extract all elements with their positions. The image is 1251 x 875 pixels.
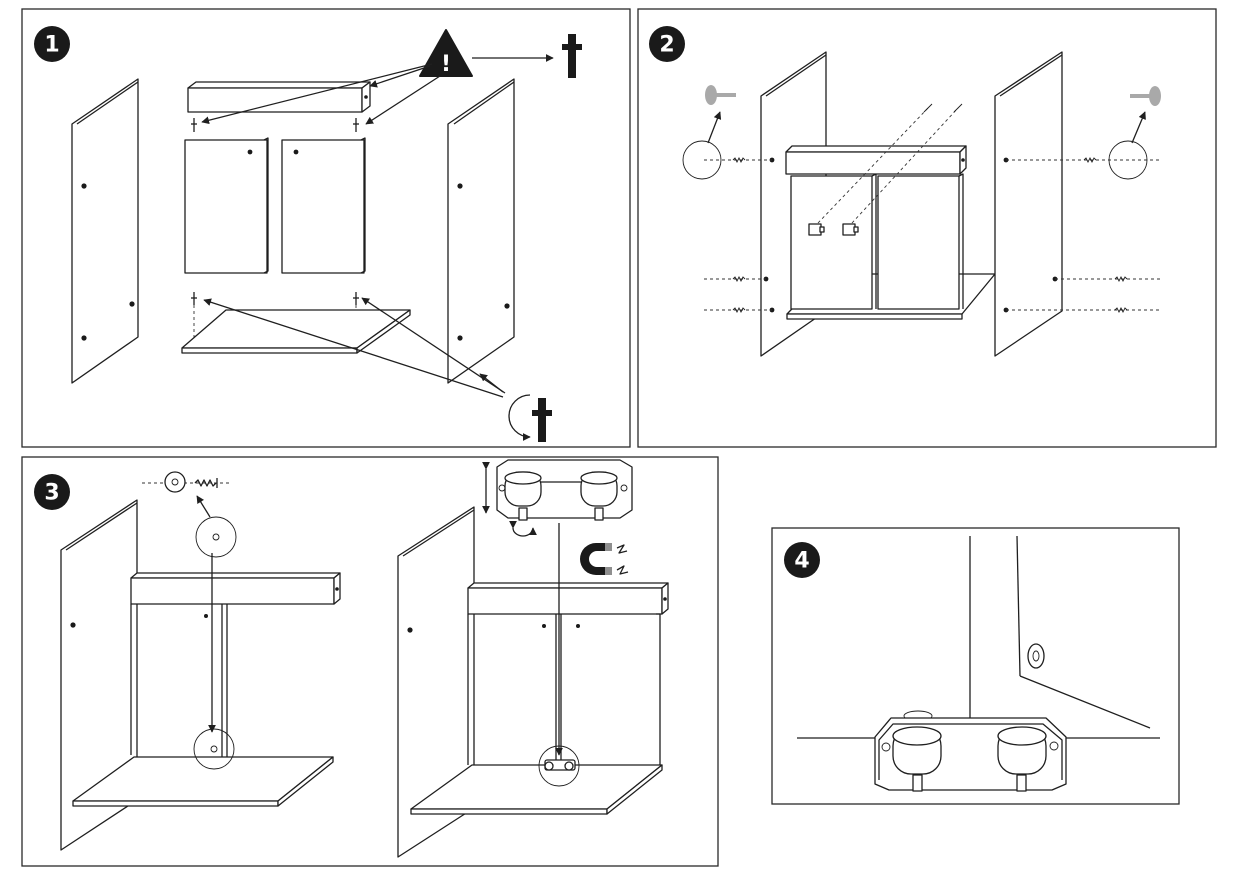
step-3-badge: 3: [34, 474, 70, 510]
rotate-arrow-icon: [508, 394, 552, 442]
step-3-number: 3: [44, 481, 59, 506]
step-3-panel: 3: [21, 456, 719, 867]
warning-symbol: !: [441, 52, 451, 77]
step-4-badge: 4: [784, 542, 820, 578]
bumper-pad-icon: [682, 85, 736, 180]
dowel-icon: [191, 292, 359, 305]
magnetic-catch-icon: [482, 459, 633, 537]
right-door-panel: [877, 173, 964, 310]
cabinet-side-view-left: [60, 499, 341, 851]
step-4-number: 4: [794, 549, 809, 574]
left-door-panel: [184, 137, 269, 274]
step-2-number: 2: [659, 33, 674, 58]
step-1-number: 1: [44, 33, 59, 58]
bumper-pad-icon: [1108, 86, 1161, 180]
right-door-panel: [281, 137, 366, 274]
left-side-panel: [71, 78, 139, 384]
top-rail: [785, 145, 967, 175]
right-side-panel: [447, 78, 515, 384]
magnetic-catch-icon: [874, 710, 1067, 792]
cabinet-side-view-right: [397, 506, 669, 858]
warning-triangle-icon: !: [419, 29, 473, 77]
magnetic-catch-icon: [842, 223, 859, 236]
screw-icon: [732, 156, 746, 314]
magnet-icon: [580, 543, 629, 575]
screw-icon: [194, 478, 218, 488]
step-2-badge: 2: [649, 26, 685, 62]
top-rail: [187, 81, 371, 113]
dowel-icon: [562, 34, 582, 78]
magnetic-catch-icon: [808, 223, 825, 236]
right-side-panel: [994, 51, 1063, 357]
left-door-panel: [790, 173, 877, 310]
step-1-badge: 1: [34, 26, 70, 62]
step-4-panel: 4: [771, 527, 1180, 805]
dowel-icon: [191, 118, 359, 132]
screw-icon: [1083, 156, 1128, 314]
step-1-panel: 1: [21, 8, 631, 448]
screw-icon: [923, 103, 963, 113]
step-2-panel: 2: [637, 8, 1217, 448]
